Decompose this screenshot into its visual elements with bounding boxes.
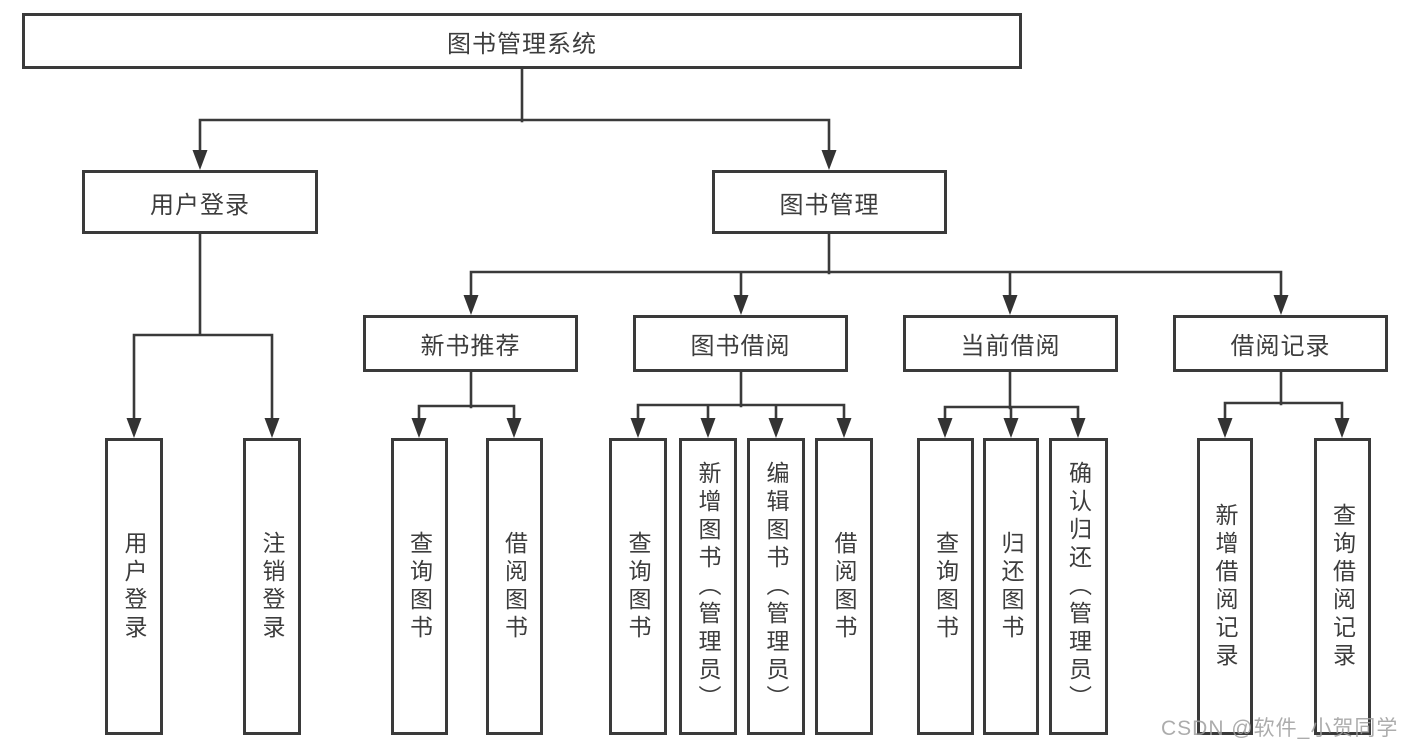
connector-new-book-split <box>417 370 516 421</box>
leaf-borrow-books-recommend: 借阅图书 <box>486 438 543 735</box>
leaf-add-book-admin: 新增图书（管理员） <box>679 438 737 735</box>
arrow-down-icon <box>630 418 646 438</box>
connector-current-borrowing-split <box>943 370 1080 421</box>
arrow-down-icon <box>1217 418 1233 438</box>
leaf-confirm-return-admin: 确认归还（管理员） <box>1049 438 1108 735</box>
arrow-down-icon <box>411 418 427 438</box>
arrow-down-icon <box>463 295 479 315</box>
arrow-down-icon <box>1273 295 1289 315</box>
arrow-down-icon <box>1002 295 1018 315</box>
leaf-user-login: 用户登录 <box>105 438 163 735</box>
leaf-return-books: 归还图书 <box>983 438 1039 735</box>
arrow-down-icon <box>733 295 749 315</box>
connector-book-borrowing-split <box>636 370 846 421</box>
arrow-down-icon <box>506 418 522 438</box>
leaf-edit-book-admin: 编辑图书（管理员） <box>747 438 805 735</box>
leaf-query-borrow-record: 查询借阅记录 <box>1314 438 1371 735</box>
arrow-down-icon <box>836 418 852 438</box>
arrow-down-icon <box>1070 418 1086 438</box>
leaf-query-books-borrowing: 查询图书 <box>609 438 667 735</box>
connector-borrow-records-split <box>1223 370 1344 421</box>
arrow-down-icon <box>192 150 208 170</box>
leaf-query-books-recommend: 查询图书 <box>391 438 448 735</box>
node-book-borrowing: 图书借阅 <box>633 315 848 372</box>
arrow-down-icon <box>700 418 716 438</box>
arrow-down-icon <box>1334 418 1350 438</box>
leaf-add-borrow-record: 新增借阅记录 <box>1197 438 1253 735</box>
connector-paths <box>132 67 1344 421</box>
node-new-book-recommendation: 新书推荐 <box>363 315 578 372</box>
node-book-management: 图书管理 <box>712 170 947 234</box>
arrow-down-icon <box>937 418 953 438</box>
arrow-down-icon <box>126 418 142 438</box>
arrow-down-icon <box>821 150 837 170</box>
leaf-query-books-current: 查询图书 <box>917 438 974 735</box>
node-borrowing-records: 借阅记录 <box>1173 315 1388 372</box>
arrow-down-icon <box>264 418 280 438</box>
node-library-management-system: 图书管理系统 <box>22 13 1022 69</box>
leaf-borrow-books-borrowing: 借阅图书 <box>815 438 873 735</box>
connector-root-split <box>198 118 831 153</box>
node-current-borrowing: 当前借阅 <box>903 315 1118 372</box>
node-user-login: 用户登录 <box>82 170 318 234</box>
connector-book-management-split <box>469 232 1283 300</box>
arrowheads <box>126 150 1350 438</box>
csdn-watermark: CSDN @软件_小贺同学 <box>1161 717 1399 740</box>
leaf-logout: 注销登录 <box>243 438 301 735</box>
arrow-down-icon <box>768 418 784 438</box>
arrow-down-icon <box>1003 418 1019 438</box>
connector-user-login-split <box>132 232 274 421</box>
